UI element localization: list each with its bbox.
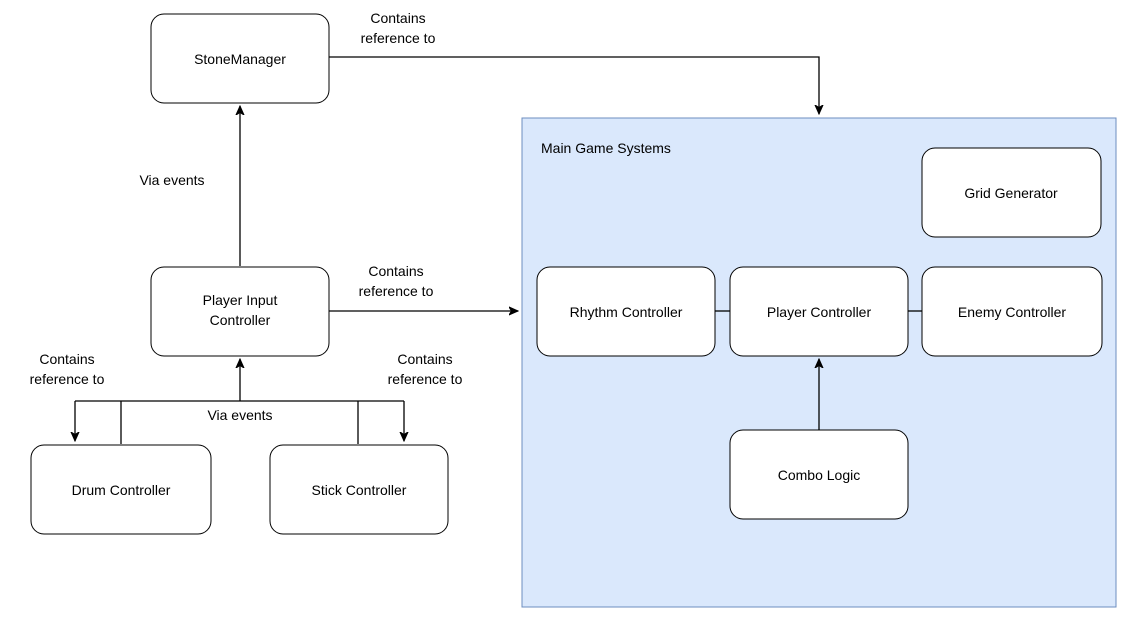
svg-text:reference to: reference to	[388, 371, 463, 387]
svg-text:Rhythm Controller: Rhythm Controller	[570, 304, 683, 320]
svg-text:Combo Logic: Combo Logic	[778, 467, 861, 483]
node-rhythm-controller[interactable]: Rhythm Controller	[536, 266, 716, 357]
svg-text:Stick Controller: Stick Controller	[312, 482, 407, 498]
svg-text:Player Controller: Player Controller	[767, 304, 872, 320]
node-stone-manager[interactable]: StoneManager	[150, 13, 330, 104]
node-enemy-controller[interactable]: Enemy Controller	[921, 266, 1103, 357]
svg-text:reference to: reference to	[359, 283, 434, 299]
edges	[75, 56, 922, 444]
edge-label-input-to-drum: Contains reference to	[30, 351, 105, 387]
edge-label-controllers-to-input: Via events	[207, 407, 272, 423]
node-player-controller[interactable]: Player Controller	[729, 266, 909, 357]
svg-text:reference to: reference to	[361, 30, 436, 46]
node-grid-generator[interactable]: Grid Generator	[921, 147, 1102, 238]
svg-text:Via events: Via events	[207, 407, 272, 423]
edge-label-input-to-systems: Contains reference to	[359, 263, 434, 299]
svg-text:reference to: reference to	[30, 371, 105, 387]
svg-text:Contains: Contains	[397, 351, 452, 367]
svg-text:Drum Controller: Drum Controller	[72, 482, 171, 498]
svg-text:Player Input: Player Input	[203, 292, 278, 308]
edge-stone-manager-to-systems	[329, 56, 819, 114]
edge-label-stone-to-systems: Contains reference to	[361, 10, 436, 46]
svg-text:Enemy Controller: Enemy Controller	[958, 304, 1066, 320]
node-drum-controller[interactable]: Drum Controller	[30, 444, 212, 535]
container-title: Main Game Systems	[541, 140, 671, 156]
node-stick-controller[interactable]: Stick Controller	[269, 444, 449, 535]
svg-text:Contains: Contains	[368, 263, 423, 279]
svg-text:Grid Generator: Grid Generator	[964, 185, 1058, 201]
edge-label-input-to-stone: Via events	[139, 172, 204, 188]
svg-text:Controller: Controller	[210, 312, 271, 328]
svg-text:Via events: Via events	[139, 172, 204, 188]
edge-label-input-to-stick: Contains reference to	[388, 351, 463, 387]
node-combo-logic[interactable]: Combo Logic	[729, 429, 909, 520]
svg-text:Contains: Contains	[39, 351, 94, 367]
svg-text:Contains: Contains	[370, 10, 425, 26]
svg-text:StoneManager: StoneManager	[194, 51, 286, 67]
node-player-input-controller[interactable]: Player Input Controller	[150, 266, 330, 357]
